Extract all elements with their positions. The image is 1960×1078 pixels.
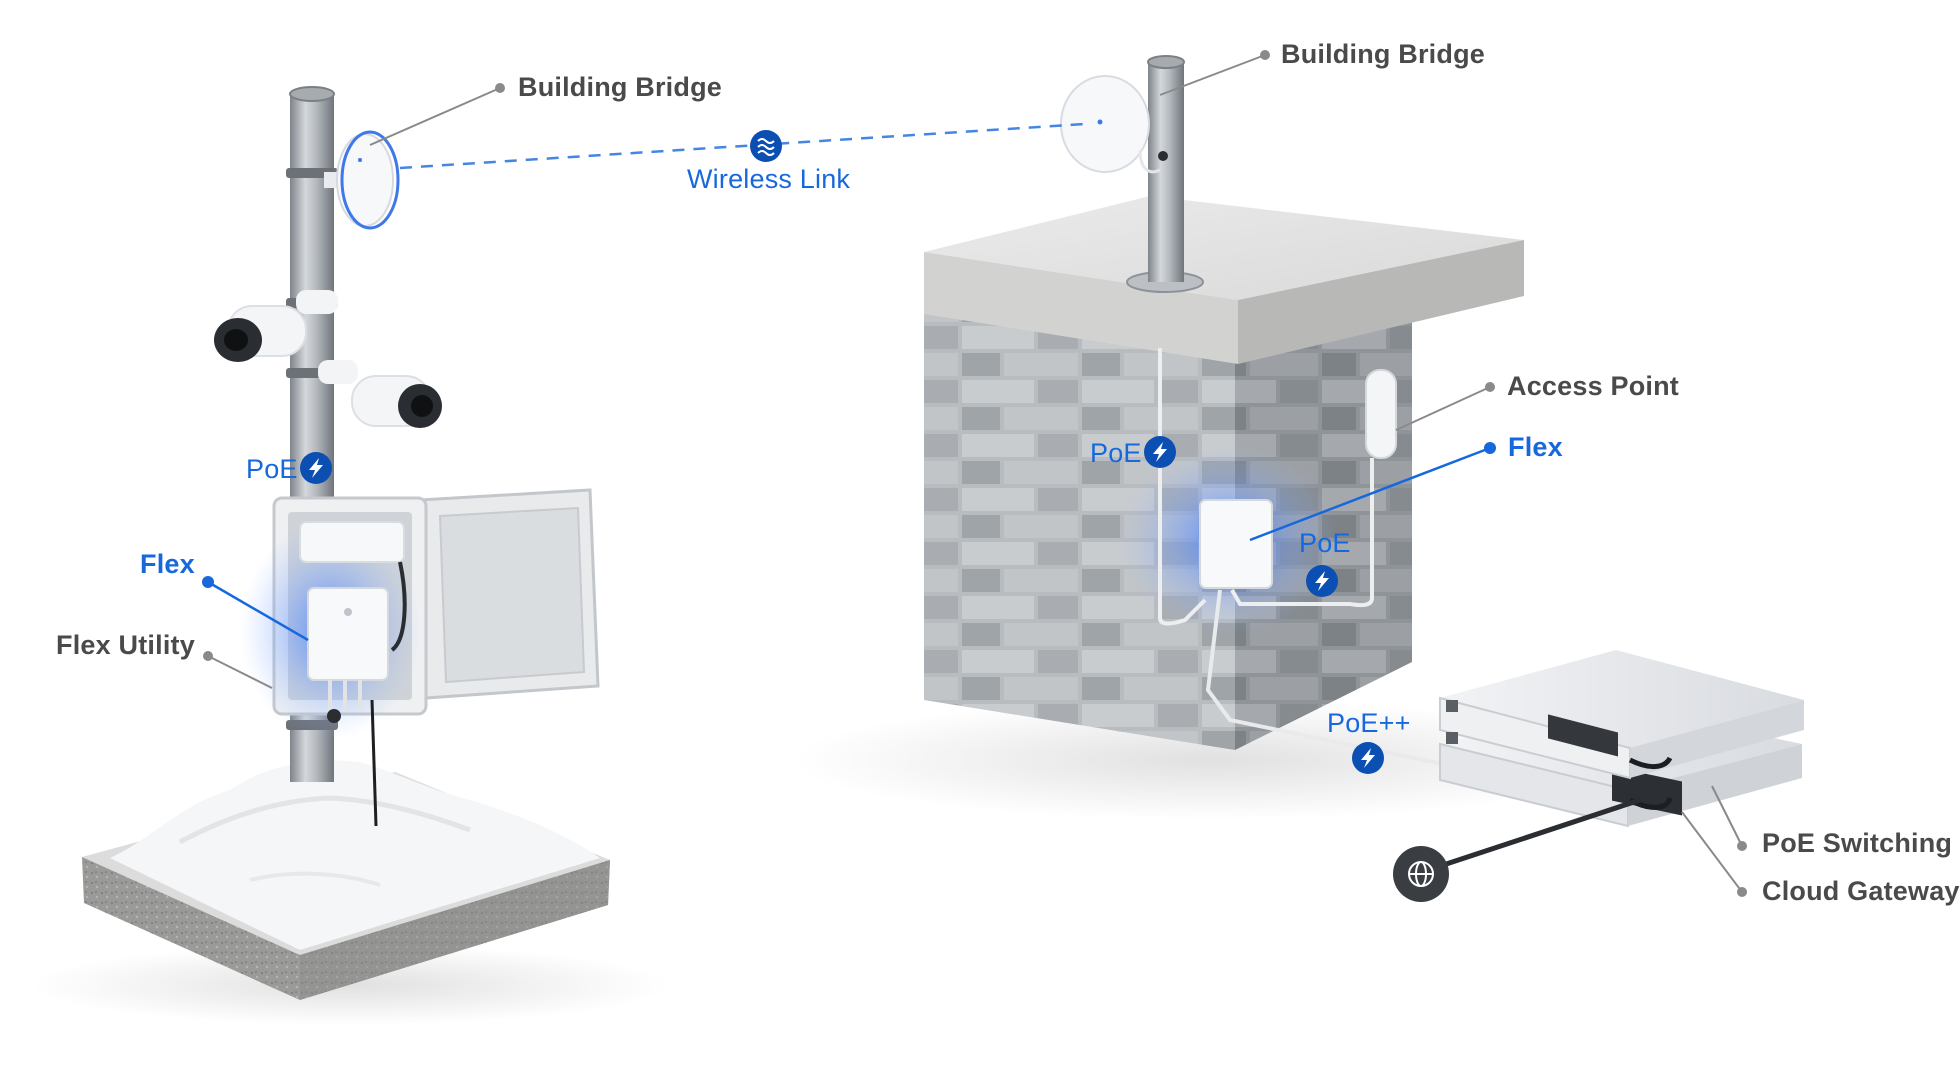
- poe-bolt-icon-pole: [300, 452, 332, 484]
- flex-right-label: Flex: [1508, 432, 1563, 462]
- flex-switch-right-device: [1199, 499, 1273, 589]
- flex-utility-enclosure: [240, 488, 600, 827]
- building-bridge-right-label: Building Bridge: [1281, 39, 1485, 69]
- poe-bolt-icon-wall-left: [1144, 436, 1176, 468]
- poe-switching-label: PoE Switching: [1762, 828, 1953, 858]
- concrete-base: [82, 760, 610, 1000]
- cloud-gateway-label: Cloud Gateway: [1762, 876, 1960, 906]
- internet-cable: [1421, 797, 1641, 875]
- poe-bolt-icon-switch: [1352, 742, 1384, 774]
- poe-wall-left-label: PoE: [1090, 438, 1142, 468]
- access-point-label: Access Point: [1507, 371, 1679, 401]
- camera-lower: [318, 360, 442, 428]
- building-bridge-left-label: Building Bridge: [518, 72, 722, 102]
- leader-lines: [202, 50, 1747, 897]
- flex-utility-label: Flex Utility: [56, 630, 195, 660]
- concrete-slab: [924, 196, 1524, 364]
- camera-upper: [214, 290, 338, 362]
- wireless-icon: [750, 130, 782, 162]
- network-rack: [1439, 650, 1804, 828]
- building-bridge-right-device: [1060, 75, 1161, 174]
- poe-wall-right-label: PoE: [1299, 528, 1351, 558]
- access-point-device: [1365, 369, 1397, 459]
- wireless-link-label: Wireless Link: [687, 164, 851, 194]
- wireless-link-line: [399, 122, 1086, 170]
- flex-left-label: Flex: [140, 549, 195, 579]
- poe-pole-label: PoE: [246, 454, 298, 484]
- brick-wall-front: [924, 300, 1235, 750]
- flex-switch-left-device: [307, 587, 389, 681]
- building-bridge-left-device: [324, 130, 400, 230]
- poe-bolt-icon-wall-right: [1306, 565, 1338, 597]
- poe-plus-plus-label: PoE++: [1327, 708, 1411, 738]
- globe-icon: [1393, 846, 1449, 902]
- pole-scene: [30, 86, 670, 1025]
